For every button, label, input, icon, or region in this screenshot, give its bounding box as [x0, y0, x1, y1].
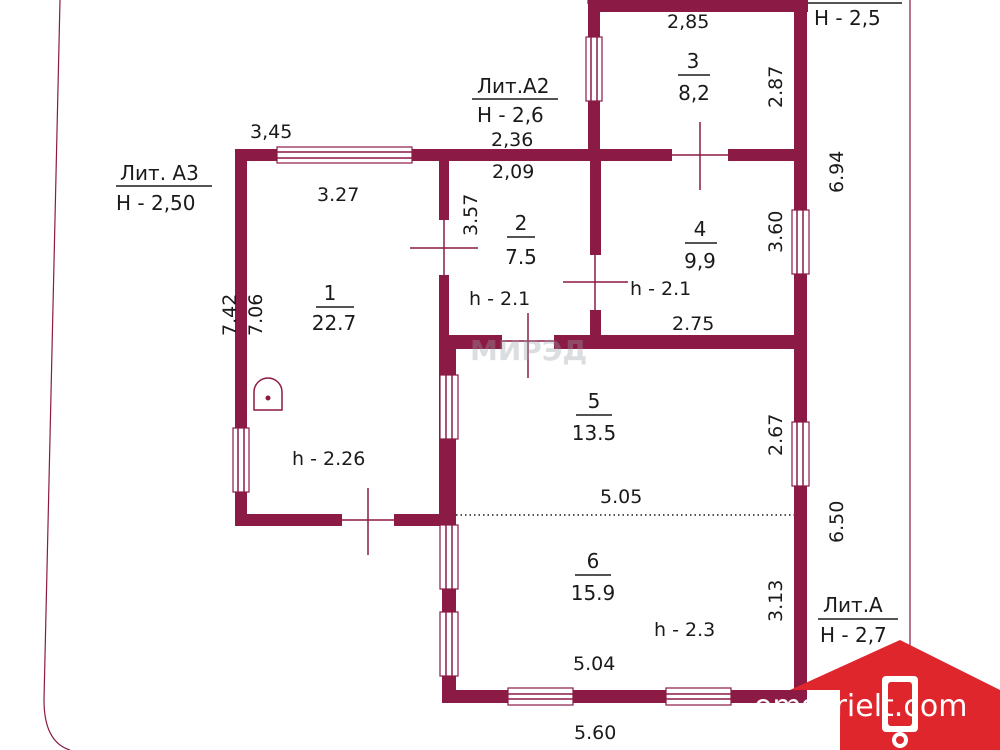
window-room5-right — [791, 421, 810, 487]
room5-number: 5 — [588, 389, 601, 413]
lit-a2-height: Н - 2,6 — [477, 103, 544, 127]
lit-a-label: Лит.А — [823, 593, 883, 617]
dim-706: 7.06 — [245, 294, 267, 336]
room3-area: 8,2 — [678, 81, 710, 105]
room4-number: 4 — [694, 217, 707, 241]
window-room1-top — [276, 146, 413, 164]
window-room5-left — [439, 374, 459, 440]
room2-height: h - 2.1 — [469, 288, 530, 310]
lit-a3-height: Н - 2,50 — [116, 191, 196, 215]
dim-694: 6.94 — [826, 151, 848, 193]
room2-area: 7.5 — [505, 245, 537, 269]
window-room4-right — [791, 209, 810, 275]
room5-area: 13.5 — [572, 421, 617, 445]
lit-labels: Лит. А3 Н - 2,50 Лит.А2 Н - 2,6 Н - 2,5 … — [116, 2, 902, 647]
dim-650: 6.50 — [826, 501, 848, 543]
lit-a2-label: Лит.А2 — [477, 74, 549, 98]
lit-a3-label: Лит. А3 — [120, 161, 199, 185]
dim-345: 3,45 — [250, 121, 292, 143]
brand-text: omskrielt.com — [754, 689, 967, 724]
doors — [342, 122, 728, 555]
dim-285: 2,85 — [667, 11, 709, 33]
room4-height: h - 2.1 — [630, 278, 691, 300]
room-labels: 1 22.7 h - 2.26 2 7.5 h - 2.1 3 8,2 4 9,… — [292, 49, 717, 641]
sink-icon — [253, 377, 283, 411]
window-room1-left — [232, 427, 250, 493]
room6-area: 15.9 — [571, 581, 616, 605]
room1-area: 22.7 — [312, 311, 357, 335]
window-room6-bottom-a — [507, 687, 574, 706]
window-room6-left-a — [439, 524, 459, 590]
room6-number: 6 — [587, 549, 600, 573]
dim-505: 5.05 — [600, 486, 642, 508]
dim-236: 2,36 — [491, 129, 533, 151]
room3-number: 3 — [687, 49, 700, 73]
dim-742: 7.42 — [219, 294, 241, 336]
room2-number: 2 — [515, 211, 528, 235]
window-room6-left-b — [439, 611, 459, 677]
dimensions: 3,45 3.27 7.42 7.06 3.57 2,36 2,09 2,85 … — [219, 11, 848, 744]
dim-313: 3.13 — [765, 580, 787, 622]
brand-logo: omskrielt.com — [754, 640, 1000, 750]
dim-327: 3.27 — [317, 184, 359, 206]
room4-area: 9,9 — [684, 249, 716, 273]
windows — [232, 36, 810, 706]
room1-height: h - 2.26 — [292, 448, 365, 470]
window-room6-bottom-b — [665, 687, 732, 706]
dim-287: 2.87 — [765, 66, 787, 108]
room6-height: h - 2.3 — [654, 619, 715, 641]
lit-a-height: Н - 2,7 — [820, 623, 887, 647]
window-room3-left — [585, 36, 603, 102]
dim-360: 3.60 — [765, 211, 787, 253]
dim-209: 2,09 — [492, 161, 534, 183]
dim-267: 2.67 — [765, 414, 787, 456]
dim-560: 5.60 — [574, 722, 616, 744]
dim-357: 3.57 — [460, 194, 482, 236]
room1-number: 1 — [324, 281, 337, 305]
lit-top-height: Н - 2,5 — [814, 6, 881, 30]
dim-275: 2.75 — [672, 313, 714, 335]
dim-504: 5.04 — [573, 653, 615, 675]
watermark: МИРЭД — [470, 334, 587, 367]
